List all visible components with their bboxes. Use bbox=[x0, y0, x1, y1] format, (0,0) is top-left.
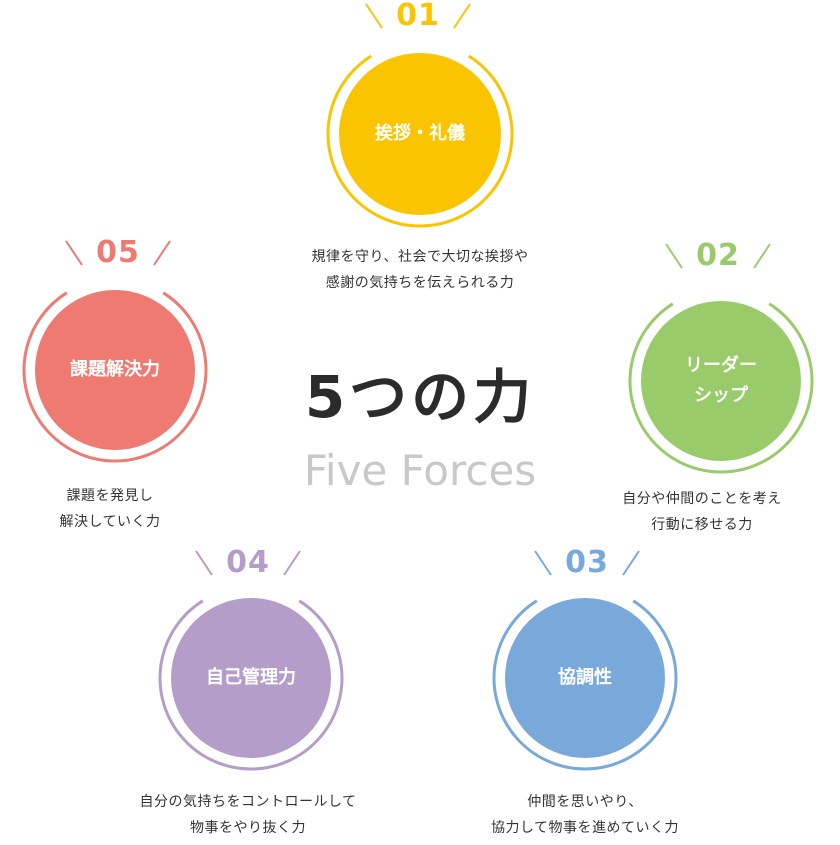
slash-mark bbox=[622, 550, 640, 576]
ring-arc bbox=[22, 291, 208, 463]
force-label: 自己管理力 bbox=[171, 598, 331, 758]
force-label: 課題解決力 bbox=[35, 290, 195, 450]
force-ring bbox=[158, 550, 344, 771]
force-description: 自分の気持ちをコントロールして 物事をやり抜く力 bbox=[139, 794, 357, 836]
force-description: 仲間を思いやり、 協力して物事を進めていく力 bbox=[490, 794, 680, 836]
slash-mark bbox=[665, 243, 683, 269]
force-ring bbox=[22, 240, 208, 463]
force-ring bbox=[492, 550, 678, 771]
force-number: 02 bbox=[696, 238, 740, 273]
force-ring bbox=[628, 243, 814, 474]
title-english: Five Forces bbox=[303, 446, 537, 495]
force-description: 自分や仲間のことを考え 行動に移せる力 bbox=[622, 491, 782, 533]
title-japanese: 5つの力 bbox=[304, 363, 536, 431]
slash-mark bbox=[153, 240, 171, 266]
slash-mark bbox=[753, 243, 771, 269]
force-description: 課題を発見し 解決していく力 bbox=[59, 488, 161, 530]
force-label: 挨拶・礼儀 bbox=[339, 53, 501, 215]
force-label: リーダー シップ bbox=[641, 301, 801, 461]
ring-arc bbox=[158, 599, 344, 771]
force-number: 04 bbox=[226, 545, 270, 580]
force-02: 02 リーダー シップ 自分や仲間のことを考え 行動に移せる力 bbox=[612, 238, 840, 548]
force-ring bbox=[326, 3, 514, 228]
force-label: 協調性 bbox=[505, 598, 665, 758]
force-04: 04 自己管理力 自分の気持ちをコントロールして 物事をやり抜く力 bbox=[139, 545, 388, 845]
ring-arc bbox=[628, 302, 814, 474]
force-03: 03 協調性 仲間を思いやり、 協力して物事を進めていく力 bbox=[475, 545, 715, 845]
force-number: 01 bbox=[396, 0, 440, 33]
force-01: 01 挨拶・礼儀 規律を守り、社会で大切な挨拶や 感謝の気持ちを伝えられる力 bbox=[300, 0, 540, 300]
slash-mark bbox=[534, 550, 552, 576]
force-number: 03 bbox=[565, 545, 609, 580]
force-number: 05 bbox=[96, 235, 140, 270]
ring-arc bbox=[326, 54, 514, 228]
slash-mark bbox=[283, 550, 301, 576]
slash-mark bbox=[365, 3, 383, 29]
force-05: 05 課題解決力 課題を発見し 解決していく力 bbox=[8, 235, 248, 545]
force-description: 規律を守り、社会で大切な挨拶や 感謝の気持ちを伝えられる力 bbox=[311, 249, 529, 291]
slash-mark bbox=[453, 3, 471, 29]
ring-arc bbox=[492, 599, 678, 771]
slash-mark bbox=[65, 240, 83, 266]
slash-mark bbox=[195, 550, 213, 576]
